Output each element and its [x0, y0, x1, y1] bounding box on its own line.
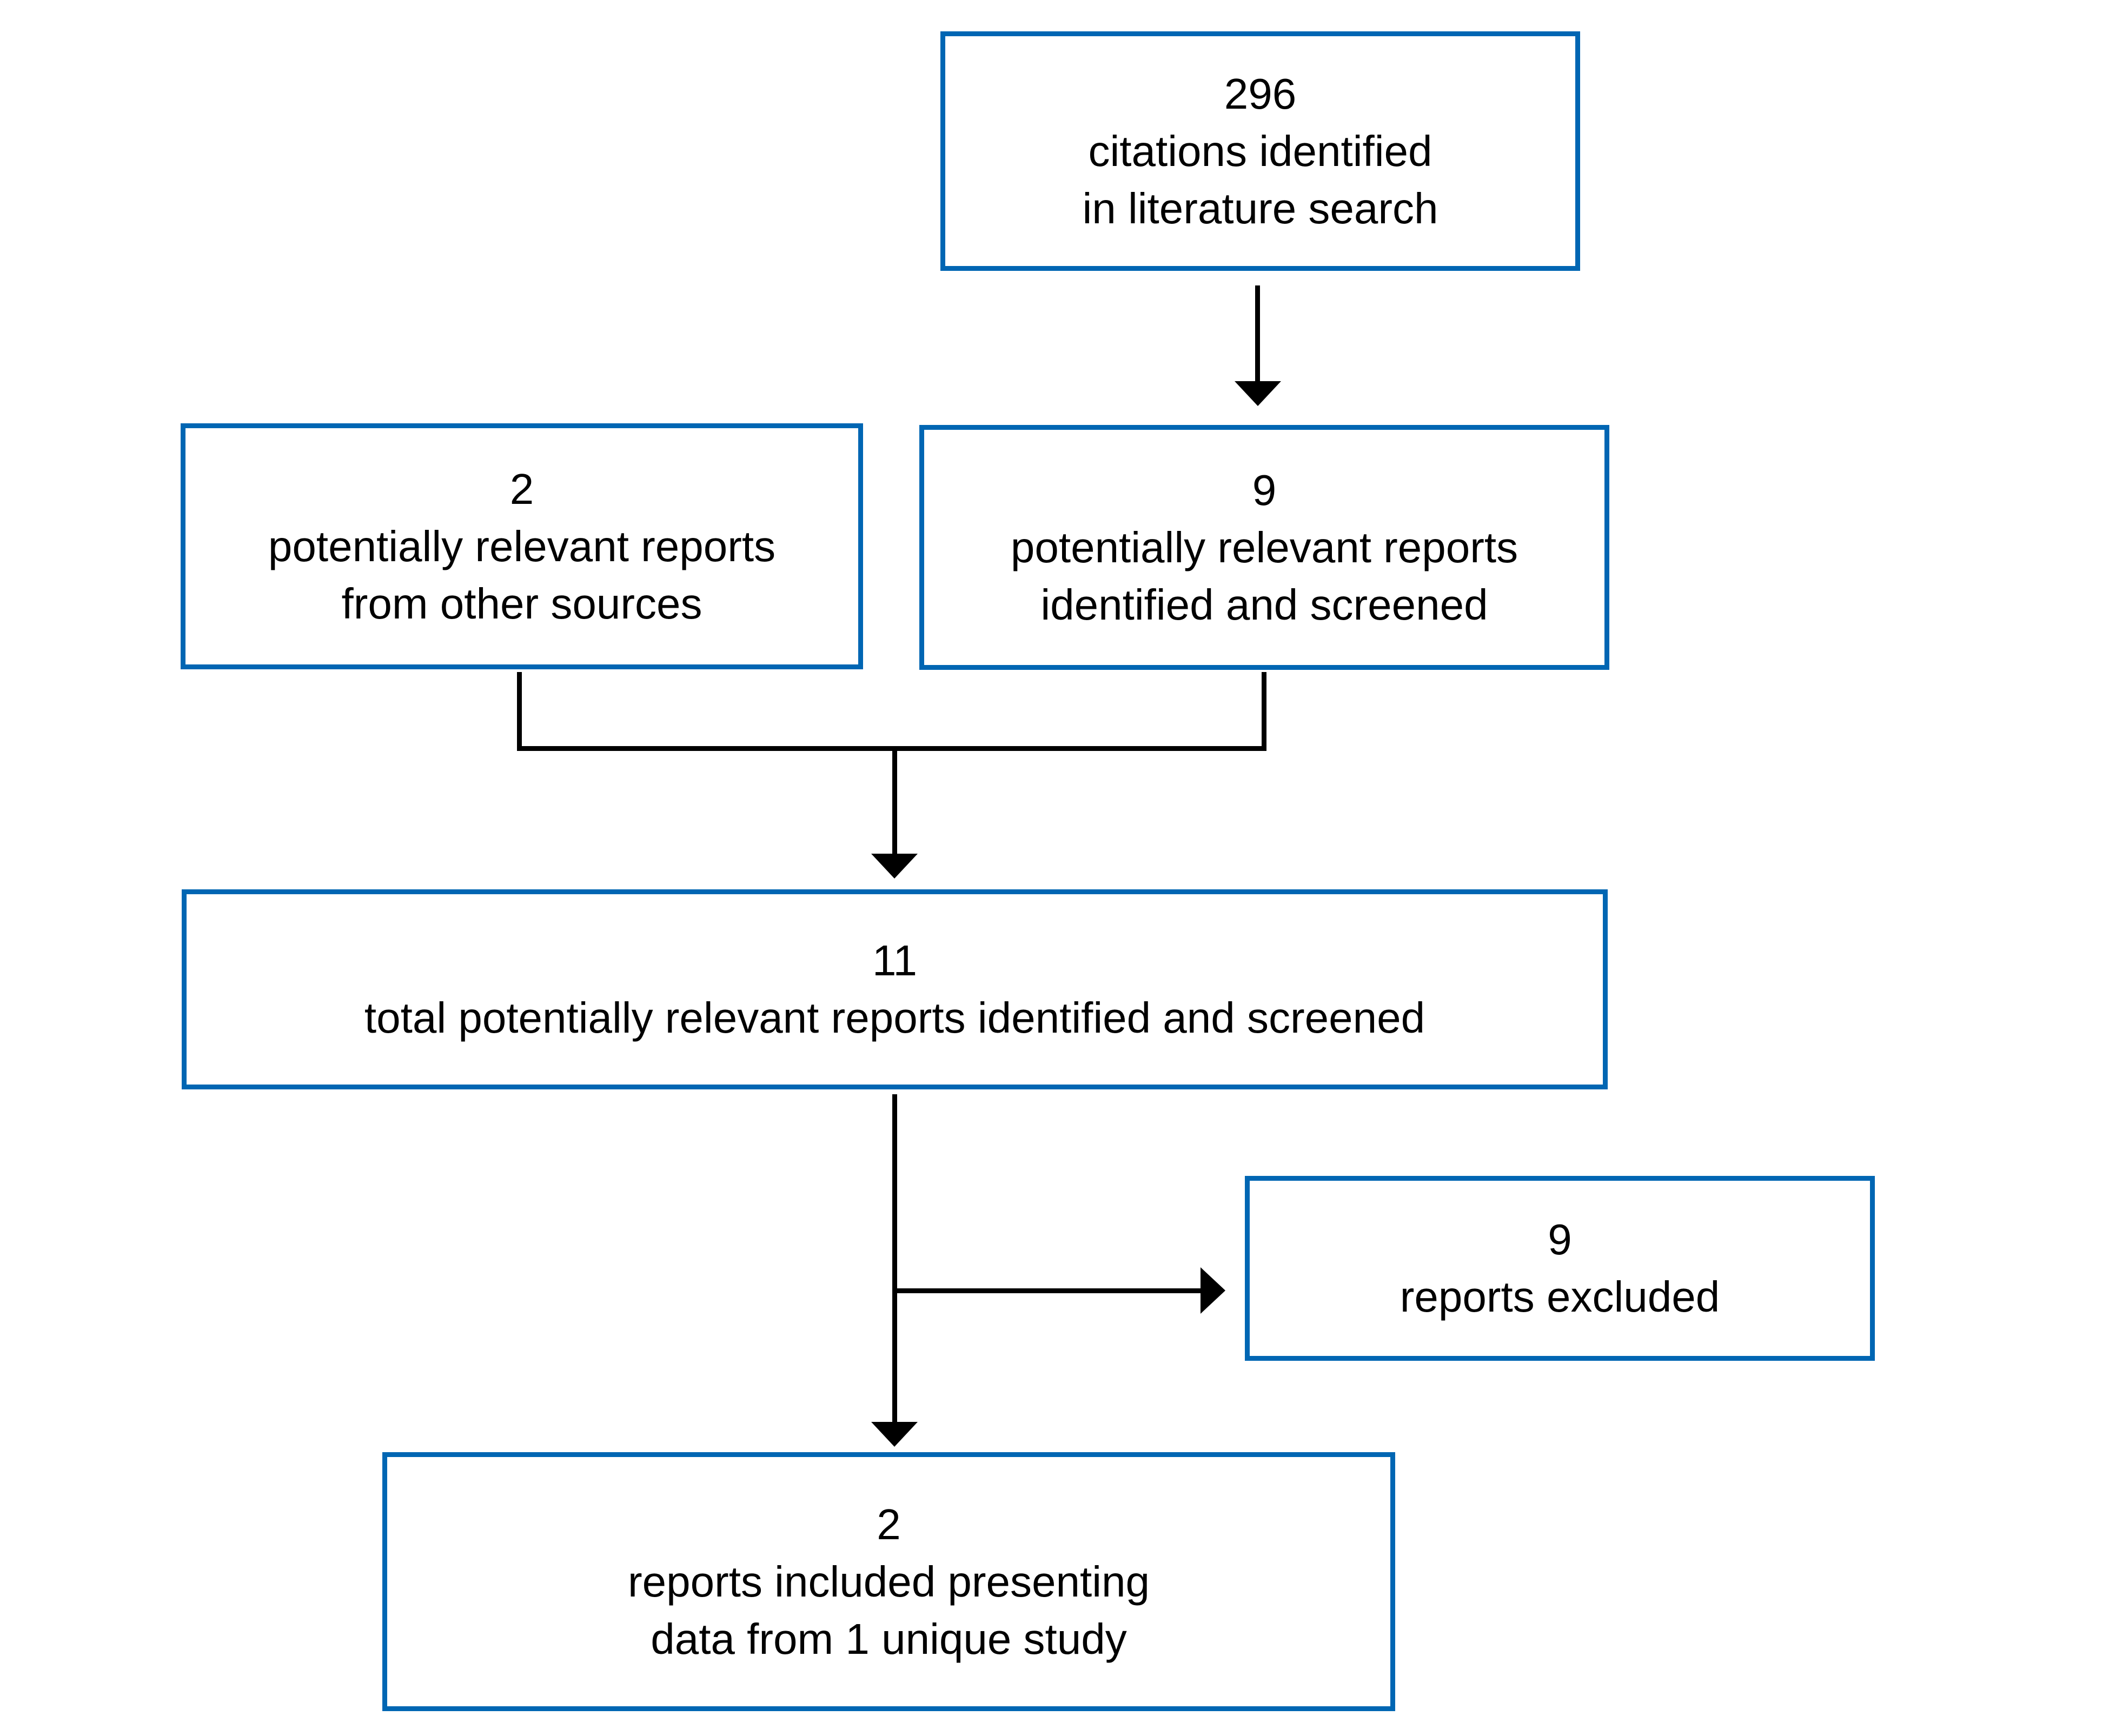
box-total-screened: 11 total potentially relevant reports id… — [182, 889, 1608, 1089]
connector-citations-to-screened-stem — [1255, 285, 1260, 384]
connector-other-sources-down-stem — [517, 672, 522, 751]
included-line2: data from 1 unique study — [651, 1614, 1127, 1663]
connector-total-to-included-arrowhead-icon — [871, 1422, 918, 1447]
screened-count: 9 — [1252, 465, 1277, 514]
box-reports-excluded-text: 9 reports excluded — [1250, 1211, 1870, 1326]
included-count: 2 — [877, 1500, 901, 1548]
box-citations-text: 296 citations identified in literature s… — [945, 65, 1575, 237]
box-reports-screened-text: 9 potentially relevant reports identifie… — [924, 462, 1604, 634]
excluded-line1: reports excluded — [1400, 1273, 1720, 1321]
connector-total-to-included-stem — [892, 1094, 897, 1424]
box-reports-included-text: 2 reports included presenting data from … — [387, 1496, 1390, 1668]
box-other-sources-text: 2 potentially relevant reports from othe… — [185, 461, 858, 633]
connector-branch-to-excluded — [895, 1288, 1201, 1293]
other-sources-line2: from other sources — [341, 579, 702, 628]
citations-count: 296 — [1224, 69, 1297, 118]
other-sources-line1: potentially relevant reports — [268, 522, 776, 570]
total-count: 11 — [872, 936, 918, 985]
citations-line1: citations identified — [1088, 127, 1432, 175]
included-line1: reports included presenting — [627, 1557, 1150, 1606]
other-sources-count: 2 — [509, 464, 534, 513]
connector-merge-to-total-stem — [892, 751, 897, 856]
box-citations-identified: 296 citations identified in literature s… — [940, 31, 1580, 271]
screened-line1: potentially relevant reports — [1010, 523, 1518, 571]
box-reports-screened: 9 potentially relevant reports identifie… — [919, 425, 1609, 670]
box-total-screened-text: 11 total potentially relevant reports id… — [187, 932, 1603, 1047]
box-other-sources: 2 potentially relevant reports from othe… — [181, 423, 863, 669]
screened-line2: identified and screened — [1040, 580, 1488, 629]
total-line1: total potentially relevant reports ident… — [364, 994, 1425, 1042]
connector-branch-to-excluded-arrowhead-icon — [1201, 1267, 1225, 1314]
citations-line2: in literature search — [1082, 184, 1438, 232]
box-reports-included: 2 reports included presenting data from … — [382, 1452, 1395, 1711]
box-reports-excluded: 9 reports excluded — [1245, 1176, 1875, 1361]
connector-merge-to-total-arrowhead-icon — [871, 854, 918, 879]
excluded-count: 9 — [1548, 1215, 1572, 1263]
connector-citations-to-screened-arrowhead-icon — [1235, 381, 1281, 406]
connector-screened-down-stem — [1262, 672, 1266, 751]
connector-merge-horizontal — [517, 746, 1266, 751]
